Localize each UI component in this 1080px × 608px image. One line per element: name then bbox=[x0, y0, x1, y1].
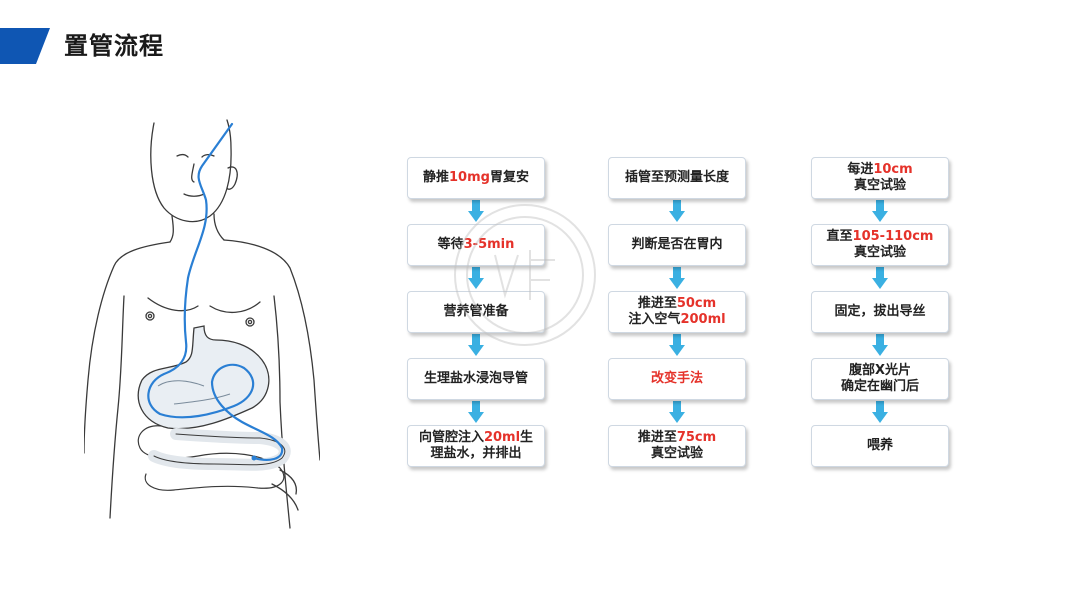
flow-step-col3-5: 喂养 bbox=[811, 425, 949, 467]
flow-step-col2-2: 判断是否在胃内 bbox=[608, 224, 746, 266]
flow-step-col1-4: 生理盐水浸泡导管 bbox=[407, 358, 545, 400]
flow-arrow bbox=[669, 412, 685, 423]
flow-step-col2-4: 改变手法 bbox=[608, 358, 746, 400]
flow-step-col1-3: 营养管准备 bbox=[407, 291, 545, 333]
flow-step-col2-1: 插管至预测量长度 bbox=[608, 157, 746, 199]
flow-arrow bbox=[872, 278, 888, 289]
flow-arrow bbox=[468, 278, 484, 289]
flow-arrow bbox=[669, 345, 685, 356]
flow-arrow bbox=[872, 412, 888, 423]
flow-arrow bbox=[673, 401, 681, 412]
flow-step-col3-3: 固定，拔出导丝 bbox=[811, 291, 949, 333]
flow-arrow bbox=[876, 267, 884, 278]
flow-arrow bbox=[669, 211, 685, 222]
flow-arrow bbox=[472, 401, 480, 412]
flow-arrow bbox=[673, 334, 681, 345]
page-title: 置管流程 bbox=[64, 32, 164, 60]
flow-step-col3-1: 每进10cm 真空试验 bbox=[811, 157, 949, 199]
flow-arrow bbox=[872, 345, 888, 356]
flow-step-col1-2: 等待3-5min bbox=[407, 224, 545, 266]
flow-step-col3-2: 直至105-110cm 真空试验 bbox=[811, 224, 949, 266]
flow-step-col1-1: 静推10mg胃复安 bbox=[407, 157, 545, 199]
flow-arrow bbox=[673, 267, 681, 278]
flow-step-col1-5: 向管腔注入20ml生 理盐水，并排出 bbox=[407, 425, 545, 467]
flow-arrow bbox=[876, 401, 884, 412]
flow-arrow bbox=[472, 200, 480, 211]
flow-arrow bbox=[876, 200, 884, 211]
flow-step-col2-3: 推进至50cm 注入空气200ml bbox=[608, 291, 746, 333]
flow-arrow bbox=[872, 211, 888, 222]
flow-arrow bbox=[876, 334, 884, 345]
flow-step-col2-5: 推进至75cm 真空试验 bbox=[608, 425, 746, 467]
flow-arrow bbox=[673, 200, 681, 211]
flow-arrow bbox=[468, 211, 484, 222]
flow-arrow bbox=[472, 334, 480, 345]
flow-arrow bbox=[468, 345, 484, 356]
flow-arrow bbox=[472, 267, 480, 278]
flow-arrow bbox=[669, 278, 685, 289]
flow-arrow bbox=[468, 412, 484, 423]
flow-step-col3-4: 腹部X光片 确定在幽门后 bbox=[811, 358, 949, 400]
title-accent-bar bbox=[0, 28, 50, 64]
stomach-tube-anatomy-icon bbox=[84, 119, 320, 529]
